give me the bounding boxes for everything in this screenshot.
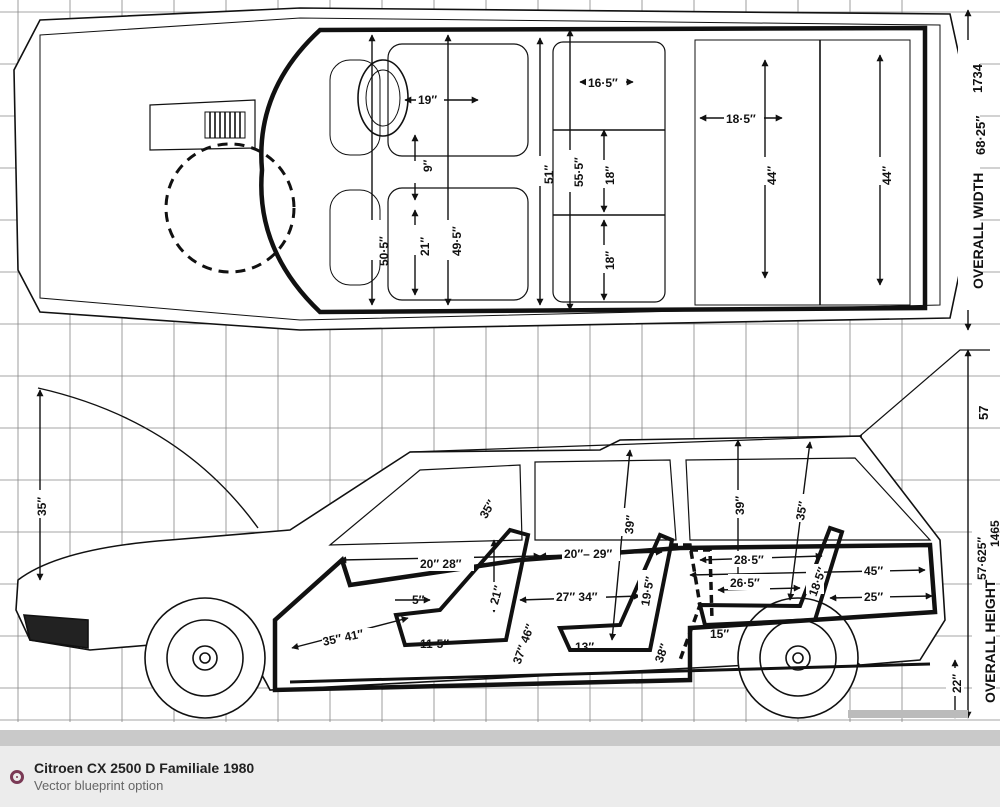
plan-dim-16-5: 16·5″ — [588, 76, 618, 90]
plan-dim-51: 51″ — [542, 165, 556, 184]
front-wheel — [144, 597, 266, 719]
side-dim-39b: 39″ — [733, 496, 747, 515]
plan-dim-18b: 18″ — [603, 251, 617, 270]
plan-body-outline — [13, 7, 961, 331]
side-dim-15: 15″ — [710, 627, 729, 641]
caption-subtitle: Vector blueprint option — [34, 778, 164, 793]
caption-bar: Citroen CX 2500 D Familiale 1980 Vector … — [0, 746, 1000, 807]
side-dim-26-5: 26·5″ — [730, 576, 760, 590]
overall-height-label: OVERALL HEIGHT — [982, 579, 998, 703]
side-dim-45: 45″ — [864, 564, 883, 578]
side-dim-39a: 39″ — [622, 514, 638, 534]
side-dim-35-rear: 35″ — [793, 500, 810, 521]
side-dim-20-29: 20″– 29″ — [564, 547, 612, 561]
plan-dim-55-5: 55·5″ — [572, 157, 586, 187]
option-circle-icon[interactable] — [10, 770, 24, 784]
side-dim-5: 5″ — [412, 593, 425, 607]
blueprint-drawing: 19″ 9″ 50·5″ 21″ 49·5″ 51″ 55·5″ 16·5″ 1… — [0, 0, 1000, 722]
side-view — [15, 349, 990, 719]
plan-dim-9: 9″ — [421, 159, 435, 172]
side-dim-28-5: 28·5″ — [734, 553, 764, 567]
plan-dim-44a: 44″ — [765, 166, 779, 185]
side-dim-25: 25″ — [864, 590, 883, 604]
third-row-seat — [697, 525, 845, 628]
side-dim-20-28: 20″ 28″ — [420, 557, 462, 571]
side-dim-21: 21″ — [487, 584, 506, 606]
caption-title[interactable]: Citroen CX 2500 D Familiale 1980 — [34, 760, 255, 776]
plan-dim-50-5: 50·5″ — [377, 236, 391, 266]
plan-dim-18-5: 18·5″ — [726, 112, 756, 126]
side-cabin-outline — [272, 542, 938, 693]
overall-height-inches: 57·625″ — [975, 537, 989, 580]
side-dim-22: 22″ — [950, 674, 964, 693]
side-dim-35-hood: 35″ — [35, 497, 49, 516]
side-dim-19-5: 19·5″ — [638, 575, 657, 607]
spare-wheel-outline — [164, 142, 296, 274]
plan-dim-19: 19″ — [418, 93, 437, 107]
overall-width-mm: 1734 — [970, 63, 985, 93]
overall-height-mm: 1465 — [988, 520, 1000, 547]
plan-cabin-outline — [259, 25, 928, 315]
plan-dim-44b: 44″ — [880, 166, 894, 185]
overall-width-label: OVERALL WIDTH — [970, 173, 986, 289]
overall-width-inches: 68·25″ — [973, 116, 988, 155]
side-dim-11-5: 11·5″ — [420, 637, 449, 651]
side-dim-13: 13″ — [575, 640, 594, 654]
plan-dim-18a: 18″ — [603, 166, 617, 185]
side-dim-57: 57 — [976, 406, 991, 420]
plan-view — [13, 7, 961, 331]
open-hood-outline — [37, 387, 259, 529]
plan-dim-21: 21″ — [418, 237, 432, 256]
side-dim-38: 38″ — [652, 642, 672, 665]
plan-dim-49-5: 49·5″ — [450, 226, 464, 256]
side-dim-27-34: 27″ 34″ — [556, 590, 598, 604]
separator-bar — [0, 730, 1000, 746]
scale-bar — [848, 710, 968, 718]
